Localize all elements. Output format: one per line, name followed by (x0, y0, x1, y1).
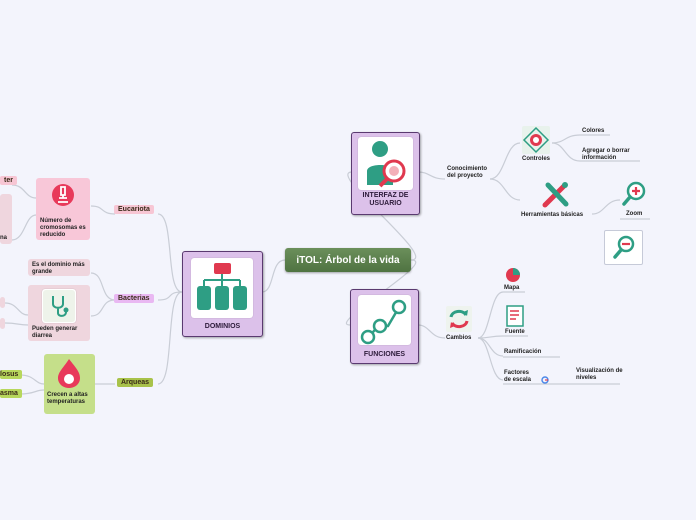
fuente-label[interactable]: Fuente (505, 329, 525, 335)
root-topic[interactable]: iTOL: Árbol de la vida (285, 248, 411, 272)
mapa-label[interactable]: Mapa (504, 285, 520, 291)
cambios-label[interactable]: Cambios (446, 335, 472, 341)
nodes-icon (358, 295, 411, 345)
refresh-icon (446, 306, 472, 332)
arqueas-card-text: Crecen a altas temperaturas (47, 392, 88, 405)
funciones-node[interactable]: FUNCIONES (350, 289, 419, 364)
bacterias-card[interactable]: Pueden generar diarrea (28, 285, 90, 341)
eucariota-card[interactable]: Número de cromosomas es reducido (36, 178, 90, 240)
dominios-label: DOMINIOS (204, 323, 241, 330)
eucariota-left-card[interactable]: na (0, 194, 12, 244)
arqueas-left-item-2-text: asma (0, 390, 18, 397)
user-search-icon (358, 137, 413, 190)
bacterias-top-text: Es el dominio más grande (32, 262, 85, 275)
eucariota-label: Eucariota (118, 206, 150, 213)
conocimiento-label[interactable]: Conocimiento del proyecto (447, 166, 487, 179)
document-icon (505, 305, 525, 327)
eucariota-left-item-1[interactable]: ter (0, 176, 17, 185)
dominios-node[interactable]: DOMINIOS (182, 251, 263, 337)
google-icon (541, 371, 549, 384)
agregar-label[interactable]: Agregar o borrar información (582, 148, 630, 161)
eucariota-left-item-2: na (0, 235, 8, 241)
zoom-in-icon[interactable] (621, 181, 647, 207)
factores-label[interactable]: Factores de escala (504, 370, 532, 383)
bacterias-top-card[interactable]: Es el dominio más grande (28, 259, 90, 276)
org-chart-icon (191, 258, 253, 318)
controles-label[interactable]: Controles (522, 156, 551, 162)
colores-label[interactable]: Colores (582, 128, 605, 134)
target-icon (522, 126, 550, 154)
herramientas-label[interactable]: Herramientas básicas (521, 212, 584, 218)
arqueas-left-item-2[interactable]: asma (0, 389, 22, 398)
zoom-label[interactable]: Zoom (626, 211, 643, 217)
funciones-label: FUNCIONES (363, 351, 406, 358)
bacterias-tag[interactable]: Bacterias (114, 294, 154, 303)
interfaz-node[interactable]: INTERFAZ DE USUARIO (351, 132, 420, 215)
visualizacion-label[interactable]: Visualización de niveles (576, 368, 623, 381)
eucariota-left-item-1-text: ter (4, 177, 13, 184)
arqueas-card[interactable]: Crecen a altas temperaturas (44, 354, 95, 414)
bacterias-card-text: Pueden generar diarrea (32, 326, 78, 339)
root-title: iTOL: Árbol de la vida (296, 254, 400, 266)
interfaz-label: INTERFAZ DE USUARIO (362, 192, 409, 207)
ramificacion-label[interactable]: Ramificación (504, 349, 542, 355)
arqueas-left-item-1[interactable]: losus (0, 370, 23, 379)
arqueas-label: Arqueas (121, 379, 150, 386)
pie-icon (505, 267, 521, 283)
eucariota-card-text: Número de cromosomas es reducido (40, 218, 86, 238)
tools-icon (540, 180, 572, 210)
microscope-icon (51, 182, 75, 210)
bacterias-label: Bacterias (118, 295, 150, 302)
flame-icon (54, 357, 84, 389)
bacterias-left-item-2[interactable] (0, 318, 5, 329)
arqueas-tag[interactable]: Arqueas (117, 378, 154, 387)
bacterias-left-item-1[interactable] (0, 297, 5, 308)
stethoscope-icon (42, 289, 76, 323)
zoom-out-icon[interactable] (604, 230, 643, 265)
arqueas-left-item-1-text: losus (0, 371, 19, 378)
eucariota-tag[interactable]: Eucariota (114, 205, 154, 214)
